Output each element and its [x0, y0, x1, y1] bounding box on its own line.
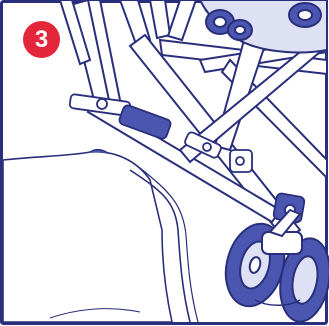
cushion	[2, 148, 199, 323]
seat-fabric	[198, 0, 328, 54]
step-number-badge: 3	[23, 21, 60, 58]
front-wheel	[224, 208, 329, 323]
